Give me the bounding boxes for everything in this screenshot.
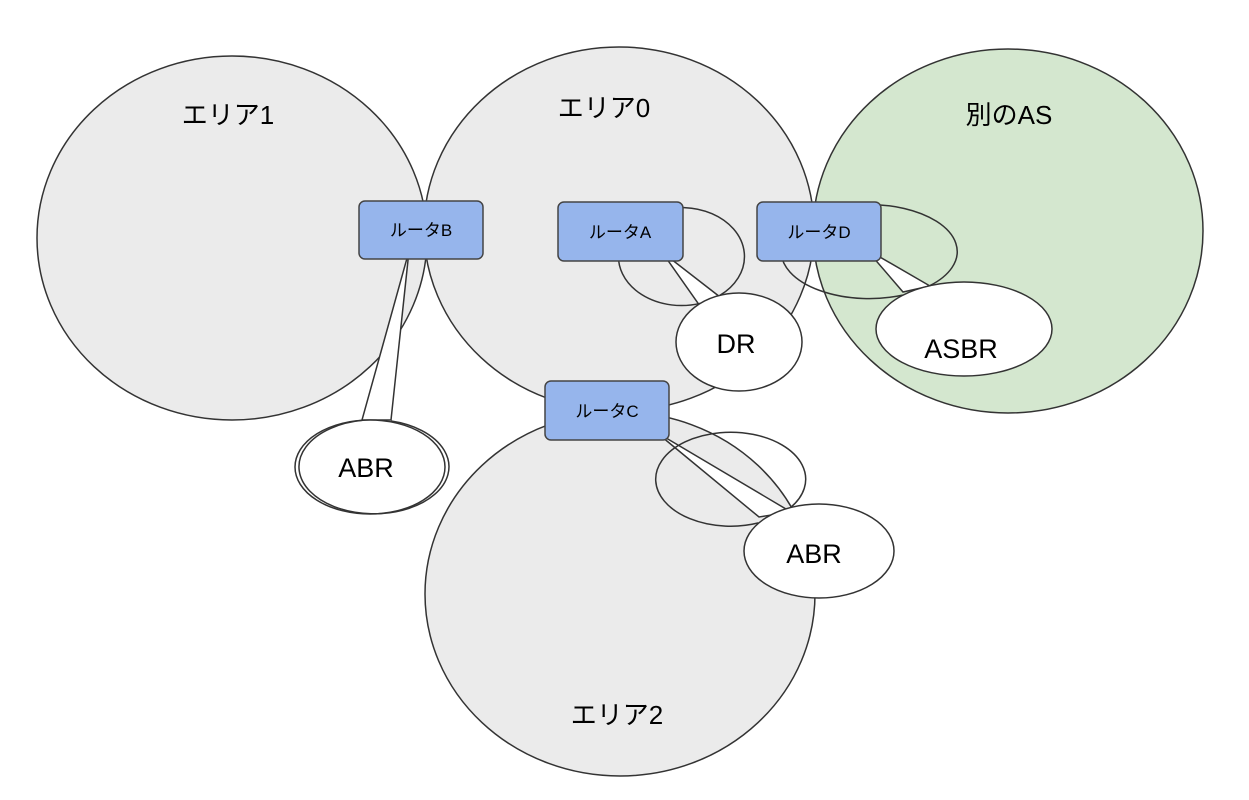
router-d-role-callout: ASBR xyxy=(780,203,1053,377)
area1-label: エリア1 xyxy=(182,100,274,130)
router-c-role-callout: ABR xyxy=(654,431,895,599)
router-b-role-callout: ABR xyxy=(294,250,450,515)
router-a-role-callout: DR xyxy=(617,206,803,392)
router-b[interactable]: ルータB xyxy=(358,200,484,260)
area0-label: エリア0 xyxy=(558,93,650,123)
router-d-role-label: ASBR xyxy=(924,334,998,364)
router-d-label: ルータD xyxy=(787,223,850,242)
router-b-role-label: ABR xyxy=(338,453,394,483)
router-a-label: ルータA xyxy=(589,223,652,242)
router-c-role-label: ABR xyxy=(786,539,842,569)
router-c-label: ルータC xyxy=(575,402,638,421)
external-as-label: 別のAS xyxy=(966,100,1053,130)
router-b-label: ルータB xyxy=(390,221,452,240)
area2-label: エリア2 xyxy=(571,700,663,730)
router-a-role-label: DR xyxy=(717,329,756,359)
router-c[interactable]: ルータC xyxy=(544,380,670,441)
router-d[interactable]: ルータD xyxy=(756,201,882,262)
router-a[interactable]: ルータA xyxy=(557,201,684,262)
